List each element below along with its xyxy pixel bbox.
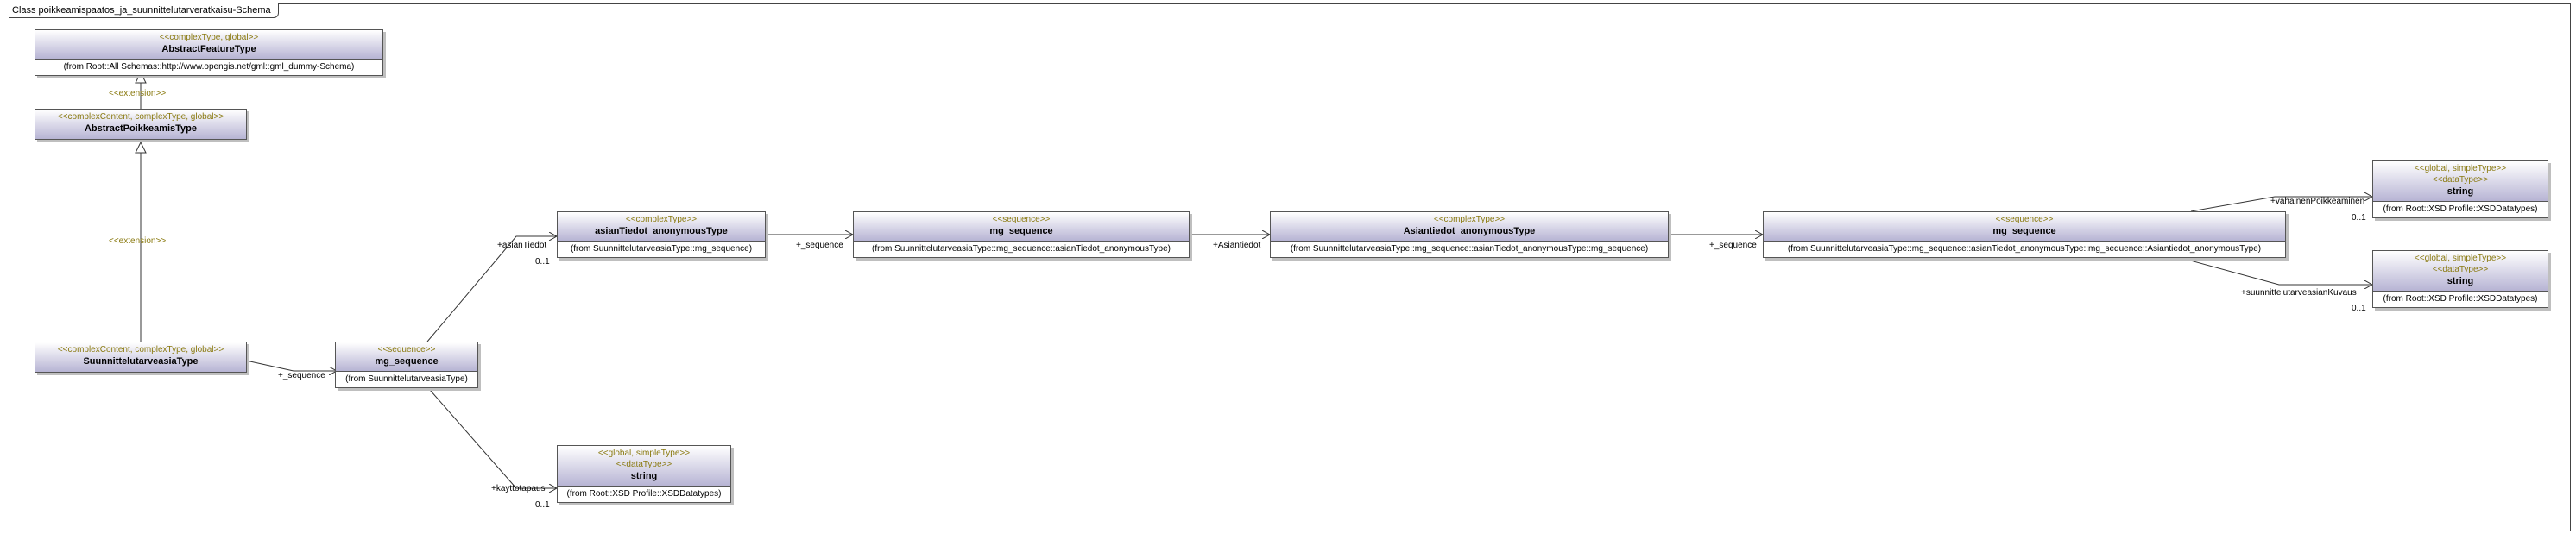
stereotype-label: <<global, simpleType>> [2414,164,2507,173]
class-origin: (from SuunnittelutarveasiaType::mg_seque… [570,244,753,254]
diagram-title: Class poikkeamispaatos_ja_suunnittelutar… [9,3,279,18]
class-name: string [630,471,658,481]
mult-vahainen: 0..1 [2352,213,2366,223]
class-name: AbstractPoikkeamisType [84,123,198,134]
stereotype-label: <<sequence>> [1995,215,2054,224]
assoc-asiantiedot [426,236,557,342]
mult-kayttotapaus: 0..1 [535,500,550,510]
mult-asiantiedot: 0..1 [535,257,550,267]
class-name: mg_sequence [1992,226,2056,236]
class-name: mg_sequence [989,226,1053,236]
stereotype-label-2: <<dataType>> [616,460,672,469]
role-sequence-2: +_sequence [796,241,843,250]
class-origin: (from Root::All Schemas::http://www.open… [63,62,355,72]
stereotype-label: <<global, simpleType>> [2414,254,2507,263]
stereotype-label: <<complexContent, complexType, global>> [57,345,224,355]
extension-triangle-lower [135,141,147,154]
role-asiantiedot-2: +Asiantiedot [1213,241,1261,250]
stereotype-label: <<complexType, global>> [159,33,259,42]
stereotype-label: <<sequence>> [992,215,1051,224]
class-origin: (from Root::XSD Profile::XSDDatatypes) [2383,204,2538,214]
class-string-kayttotapaus[interactable]: <<global, simpleType>> <<dataType>> stri… [557,445,731,503]
extension-label-upper: <<extension>> [109,89,167,98]
class-name: AbstractFeatureType [161,44,256,54]
class-abstract-poikkeamis-type[interactable]: <<complexContent, complexType, global>> … [35,109,247,140]
extension-label-lower: <<extension>> [109,236,167,246]
class-name: Asiantiedot_anonymousType [1403,226,1536,236]
extension-triangle-upper [135,71,147,84]
class-origin: (from SuunnittelutarveasiaType::mg_seque… [1290,244,1649,254]
class-mg-sequence-3[interactable]: <<sequence>> mg_sequence (from Suunnitte… [1763,211,2286,258]
class-suunnittelutarveasia-type[interactable]: <<complexContent, complexType, global>> … [35,342,247,373]
class-asiantiedot-anonymous-type-2[interactable]: <<complexType>> Asiantiedot_anonymousTyp… [1270,211,1669,258]
diagram-frame [9,3,2571,531]
stereotype-label: <<complexContent, complexType, global>> [57,112,224,122]
stereotype-label: <<complexType>> [1433,215,1506,224]
role-vahainen: +vahainenPoikkeaminen [2270,197,2365,206]
stereotype-label-2: <<dataType>> [2432,265,2489,274]
class-name: SuunnittelutarveasiaType [83,356,199,367]
assoc-kuvaus [2183,258,2372,285]
class-string-vahainen[interactable]: <<global, simpleType>> <<dataType>> stri… [2372,160,2548,218]
assoc-kayttotapaus [429,389,557,488]
class-origin: (from SuunnittelutarveasiaType::mg_seque… [1787,244,2262,254]
role-sequence-1: +_sequence [278,371,325,380]
class-string-kuvaus[interactable]: <<global, simpleType>> <<dataType>> stri… [2372,250,2548,308]
class-origin: (from Root::XSD Profile::XSDDatatypes) [2383,294,2538,304]
class-mg-sequence-2[interactable]: <<sequence>> mg_sequence (from Suunnitte… [853,211,1190,258]
stereotype-label: <<global, simpleType>> [597,449,691,458]
stereotype-label: <<complexType>> [625,215,698,224]
class-asiantiedot-anonymous-type[interactable]: <<complexType>> asianTiedot_anonymousTyp… [557,211,766,258]
class-origin: (from SuunnittelutarveasiaType) [345,374,468,384]
class-mg-sequence-1[interactable]: <<sequence>> mg_sequence (from Suunnitte… [335,342,478,388]
class-name: string [2447,186,2474,197]
stereotype-label-2: <<dataType>> [2432,175,2489,185]
class-name: asianTiedot_anonymousType [595,226,728,236]
stereotype-label: <<sequence>> [377,345,436,355]
role-asiantiedot: +asianTiedot [497,241,547,250]
class-origin: (from SuunnittelutarveasiaType::mg_seque… [872,244,1171,254]
class-name: string [2447,276,2474,286]
mult-kuvaus: 0..1 [2352,304,2366,313]
assoc-sequence-1 [245,360,337,371]
role-kayttotapaus: +kayttotapaus [491,484,546,493]
class-abstract-feature-type[interactable]: <<complexType, global>> AbstractFeatureT… [35,29,383,76]
assoc-vahainen [2190,197,2372,212]
class-origin: (from Root::XSD Profile::XSDDatatypes) [566,489,722,499]
role-sequence-3: +_sequence [1709,241,1757,250]
class-name: mg_sequence [375,356,439,367]
role-kuvaus: +suunnittelutarveasianKuvaus [2241,288,2357,298]
